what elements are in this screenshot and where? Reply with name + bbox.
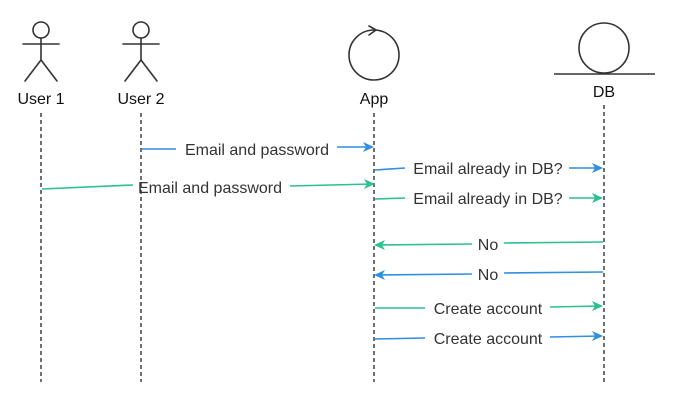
message-label: Email already in DB?: [413, 161, 563, 178]
participant-label-user2: User 2: [117, 91, 164, 108]
message-arrow: No: [374, 237, 604, 254]
message-label: Email and password: [185, 142, 329, 159]
participant-label-user1: User 1: [17, 91, 64, 108]
participant-user1: User 1: [17, 21, 65, 382]
participant-label-app: App: [360, 91, 389, 108]
message-arrow: Create account: [374, 331, 603, 348]
message-label: No: [478, 237, 499, 254]
participant-db: DB: [554, 22, 655, 382]
message-label: Create account: [434, 301, 543, 318]
control-circle-icon: [348, 25, 400, 81]
message-label: No: [478, 267, 499, 284]
message-arrow: Create account: [375, 301, 603, 318]
participant-user2: User 2: [117, 21, 165, 382]
message-label: Email already in DB?: [413, 191, 563, 208]
actor-stick-figure-icon: [22, 21, 60, 82]
entity-circle-icon: [554, 22, 655, 75]
actor-stick-figure-icon: [122, 21, 160, 82]
participant-app: App: [348, 25, 400, 382]
participant-label-db: DB: [593, 84, 615, 101]
message-label: Create account: [434, 331, 543, 348]
message-arrow: Email already in DB?: [374, 191, 603, 208]
message-arrow: No: [374, 267, 604, 284]
message-arrow: Email and password: [41, 179, 375, 197]
message-label: Email and password: [138, 180, 282, 197]
message-arrow: Email already in DB?: [374, 161, 603, 178]
message-arrow: Email and password: [142, 142, 374, 159]
